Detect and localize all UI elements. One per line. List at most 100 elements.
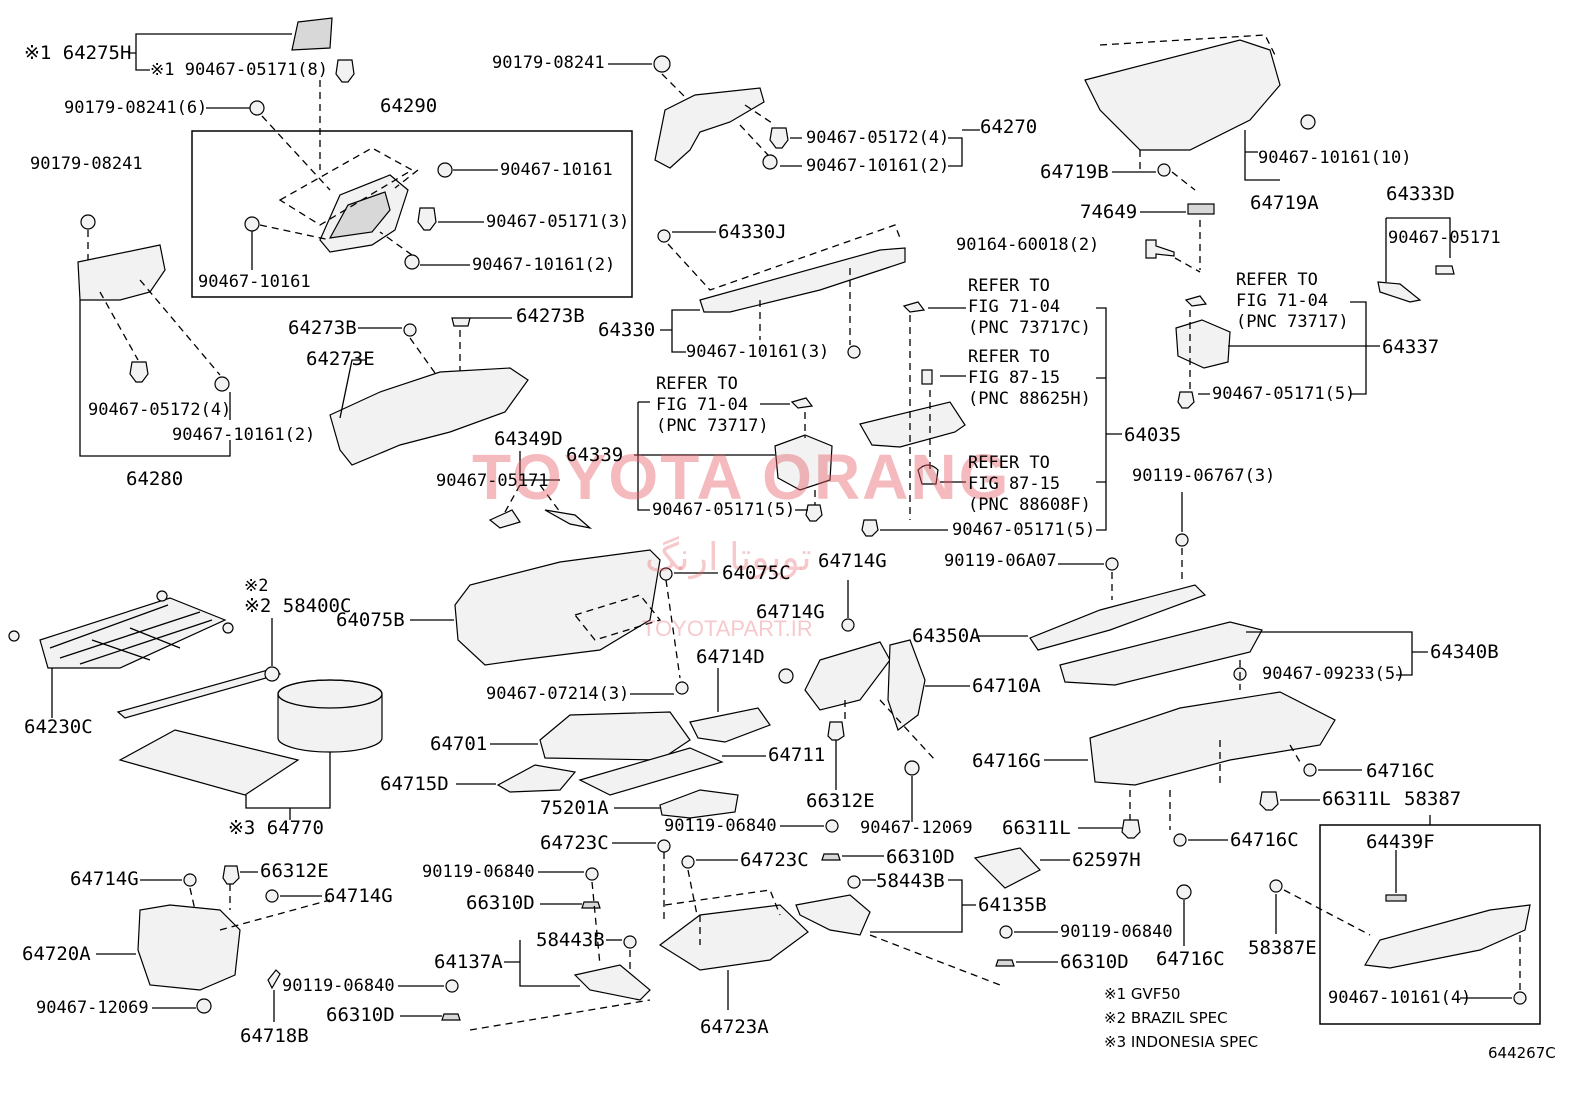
bolt-90164-60018 bbox=[1145, 239, 1175, 259]
part-64719A bbox=[1084, 39, 1281, 151]
clip-90179-08241-a bbox=[80, 214, 96, 230]
tab-73717C bbox=[902, 301, 926, 313]
note-indonesia-spec: ※3 INDONESIA SPEC bbox=[1104, 1033, 1259, 1051]
label-64716C-a: 64716C bbox=[1366, 760, 1435, 782]
label-64275H: ※1 64275H bbox=[24, 42, 132, 64]
part-64075B bbox=[454, 549, 661, 666]
bolt-90119-06840-d bbox=[999, 925, 1013, 939]
part-64439F bbox=[1385, 894, 1407, 902]
label-64075B: 64075B bbox=[336, 609, 405, 631]
part-58387 bbox=[1364, 904, 1531, 969]
label-64716C-b: 64716C bbox=[1230, 829, 1299, 851]
label-90467-05171-5c: 90467-05171(5) bbox=[1212, 384, 1356, 404]
part-64715D bbox=[496, 764, 577, 793]
label-58400C: ※2 58400C bbox=[244, 595, 352, 617]
label-90467-05171-5a: 90467-05171(5) bbox=[652, 500, 796, 520]
part-64340B bbox=[1059, 621, 1263, 686]
label-90467-10161-2a: 90467-10161(2) bbox=[472, 255, 616, 275]
part-74649 bbox=[1187, 203, 1215, 215]
clip-90467-05171 bbox=[335, 59, 355, 83]
part-64720A bbox=[137, 904, 241, 991]
label-64714G-a: 64714G bbox=[818, 550, 887, 572]
reference-88625H: REFER TO FIG 87-15 (PNC 88625H) bbox=[968, 347, 1091, 409]
clip-90467-10161-10 bbox=[1300, 114, 1316, 130]
label-66312E-a: 66312E bbox=[806, 790, 875, 812]
label-64273B-a: 64273B bbox=[288, 317, 357, 339]
label-58387E: 58387E bbox=[1248, 937, 1317, 959]
label-64714G-c: 64714G bbox=[70, 868, 139, 890]
label-64339: 64339 bbox=[566, 444, 624, 466]
part-64330 bbox=[699, 247, 906, 313]
reference-73717C: REFER TO FIG 71-04 (PNC 73717C) bbox=[968, 276, 1091, 338]
label-64137A: 64137A bbox=[434, 951, 503, 973]
label-64273B-b: 64273B bbox=[516, 305, 585, 327]
clip-90467-10161-b bbox=[244, 216, 260, 232]
clip-58443B-b bbox=[623, 935, 637, 949]
clip-90179-08241-6 bbox=[249, 100, 265, 116]
label-90119-06840-d: 90119-06840 bbox=[1060, 922, 1173, 942]
watermark-site: TOYOTAPART.IR bbox=[642, 616, 813, 641]
label-90467-05171-8: ※1 90467-05171(8) bbox=[150, 60, 329, 80]
label-90467-09233-5: 90467-09233(5) bbox=[1262, 664, 1406, 684]
reference-73717-a: REFER TO FIG 71-04 (PNC 73717) bbox=[656, 374, 769, 436]
part-62597H bbox=[973, 847, 1041, 889]
label-64075C: 64075C bbox=[722, 562, 791, 584]
clip-90467-07214 bbox=[675, 681, 689, 695]
group-box-64290 bbox=[191, 130, 633, 298]
clip-90467-05171-b bbox=[1435, 265, 1455, 275]
label-90467-10161-2c: 90467-10161(2) bbox=[806, 156, 950, 176]
label-66310D-d: 66310D bbox=[1060, 951, 1129, 973]
label-64723A: 64723A bbox=[700, 1016, 769, 1038]
clip-90467-10161-3 bbox=[847, 345, 861, 359]
clip-66310D-a bbox=[821, 853, 841, 861]
part-64035 bbox=[859, 401, 966, 448]
label-75201A: 75201A bbox=[540, 797, 609, 819]
clip-66310D-d bbox=[995, 959, 1015, 967]
label-64719B: 64719B bbox=[1040, 161, 1109, 183]
clip-64723C-b bbox=[681, 855, 695, 869]
label-90119-06840-c: 90119-06840 bbox=[282, 976, 395, 996]
clip-90467-12069-a bbox=[904, 760, 920, 776]
label-62597H: 62597H bbox=[1072, 849, 1141, 871]
label-58443B-b: 58443B bbox=[536, 929, 605, 951]
clip-64716C-c bbox=[1176, 884, 1192, 900]
label-66311L-b: 66311L bbox=[1002, 817, 1071, 839]
label-64350A: 64350A bbox=[912, 625, 981, 647]
part-64270 bbox=[654, 87, 765, 169]
note-brazil-spec: ※2 BRAZIL SPEC bbox=[1104, 1009, 1228, 1027]
label-64716C-c: 64716C bbox=[1156, 948, 1225, 970]
label-90467-10161-2b: 90467-10161(2) bbox=[172, 425, 316, 445]
clip-64714G-d bbox=[183, 873, 197, 887]
clip-58387E bbox=[1269, 879, 1283, 893]
clip-90467-12069-b bbox=[196, 998, 212, 1014]
bolt-90119-06767 bbox=[1175, 533, 1189, 547]
label-90119-06840-b: 90119-06840 bbox=[422, 862, 535, 882]
lamp-88625H bbox=[921, 369, 933, 385]
part-64716G bbox=[1089, 691, 1336, 786]
clip-66311L-a bbox=[1259, 791, 1279, 811]
bolt-90119-06840-c bbox=[445, 979, 459, 993]
label-66312E-b: 66312E bbox=[260, 860, 329, 882]
clip-64716C-a bbox=[1303, 763, 1317, 777]
label-74649: 74649 bbox=[1080, 201, 1138, 223]
clip-64723C-a bbox=[657, 839, 671, 853]
clip-90467-10161-4 bbox=[1513, 991, 1527, 1005]
label-64716G: 64716G bbox=[972, 750, 1041, 772]
label-90467-10161-10: 90467-10161(10) bbox=[1258, 148, 1412, 168]
part-64710A bbox=[804, 641, 891, 711]
clip-90467-05171-3 bbox=[417, 207, 437, 231]
label-64770: ※3 64770 bbox=[228, 817, 324, 839]
label-64135B: 64135B bbox=[978, 894, 1047, 916]
bolt-90119-06840-b bbox=[585, 867, 599, 881]
clip-64714G-e bbox=[265, 889, 279, 903]
clip-64330J bbox=[657, 229, 671, 243]
label-64723C-b: 64723C bbox=[740, 849, 809, 871]
label-64714G-b: 64714G bbox=[756, 601, 825, 623]
label-90467-10161-4: 90467-10161(4) bbox=[1328, 988, 1472, 1008]
watermark-main: TOYOTA ORANG bbox=[472, 441, 1011, 513]
label-90467-10161-b: 90467-10161 bbox=[198, 272, 311, 292]
clip-64273B-b bbox=[451, 317, 471, 327]
label-58387: 58387 bbox=[1404, 788, 1462, 810]
label-90119-06A07: 90119-06A07 bbox=[944, 551, 1057, 571]
